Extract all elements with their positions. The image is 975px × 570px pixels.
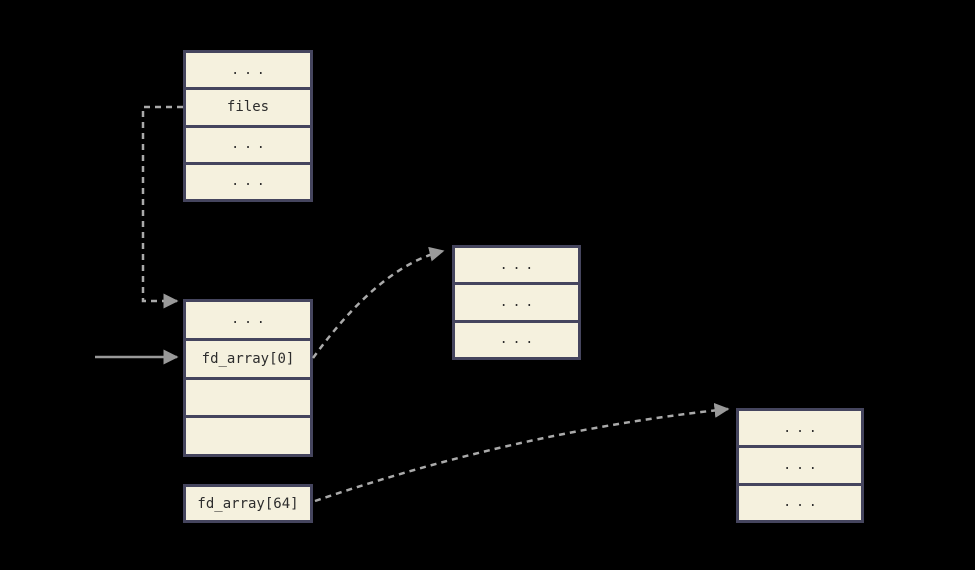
struct-field-ellipsis: ... xyxy=(186,124,310,162)
struct-field-ellipsis: ... xyxy=(231,62,270,78)
fd-array-0-to-file-arrow xyxy=(311,246,445,359)
file-field-ellipsis: ... xyxy=(455,282,578,319)
fd-array-0-cell: fd_array[0] xyxy=(186,337,310,377)
struct-field-ellipsis: ... xyxy=(186,161,310,199)
files-pointer-arrow xyxy=(141,105,183,309)
file-field-ellipsis: ... xyxy=(455,319,578,357)
file-object-box-1: ... ... ... xyxy=(452,245,581,360)
file-field-ellipsis: ... xyxy=(783,420,822,436)
fd-table-empty-cell xyxy=(186,376,310,416)
fd-array-64-cell: fd_array[64] xyxy=(197,495,299,512)
file-field-ellipsis: ... xyxy=(739,445,861,482)
task-struct-box: ... files ... ... xyxy=(183,50,313,202)
files-field: files xyxy=(186,87,310,124)
file-object-box-2: ... ... ... xyxy=(736,408,864,523)
fd-table-box: ... fd_array[0] xyxy=(183,299,313,457)
fd-table-ellipsis: ... xyxy=(231,312,270,328)
fd-table-empty-cell xyxy=(186,415,310,454)
fd-array-64-to-file-arrow xyxy=(314,402,730,503)
file-field-ellipsis: ... xyxy=(739,482,861,520)
fd-array-64-box: fd_array[64] xyxy=(183,484,313,523)
file-field-ellipsis: ... xyxy=(499,257,539,273)
